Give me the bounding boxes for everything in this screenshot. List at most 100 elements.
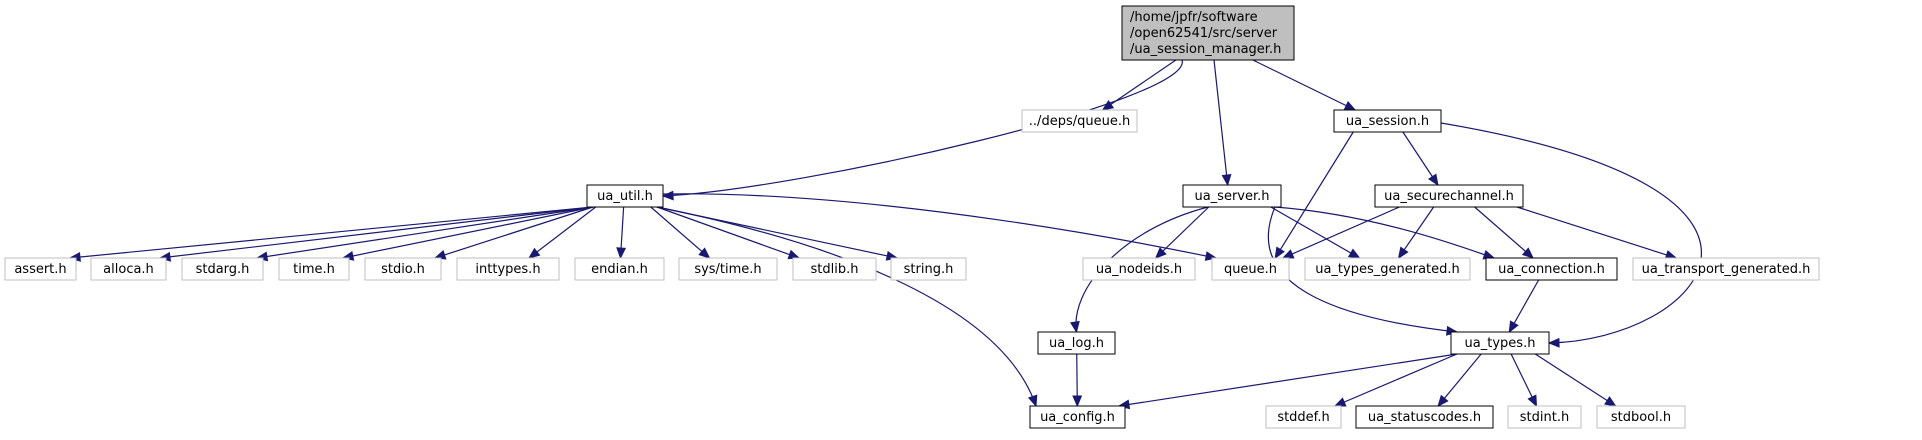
edge-ua_connection-to-ua_types <box>1508 279 1540 334</box>
node-stdint: stdint.h <box>1507 405 1582 429</box>
node-ua-securechannel[interactable]: ua_securechannel.h <box>1374 184 1524 208</box>
arrow-head-icon <box>1347 248 1361 259</box>
node-systime: sys/time.h <box>678 257 778 281</box>
node-box <box>1037 331 1116 355</box>
node-box <box>1211 257 1290 281</box>
arrow-head-icon <box>1221 174 1232 187</box>
edge-ua_util-to-endian <box>616 206 627 260</box>
node-label: endian.h <box>591 262 648 277</box>
node-label: ua_securechannel.h <box>1384 189 1514 204</box>
edge-line <box>1516 206 1677 259</box>
node-label: /open62541/src/server <box>1130 26 1278 41</box>
edge-line <box>656 206 1037 407</box>
edge-ua_util-to-alloca <box>158 206 594 262</box>
node-alloca: alloca.h <box>90 257 167 281</box>
node-label: ua_transport_generated.h <box>1642 262 1811 277</box>
edge-ua_server-to-ua_connection <box>1274 206 1496 260</box>
edge-ua_session-to-ua_types <box>1440 122 1702 348</box>
edges-layer <box>68 59 1702 410</box>
arrow-head-icon <box>1437 394 1449 407</box>
edge-ua_util-to-ua_config <box>656 206 1038 408</box>
arrow-head-icon <box>1333 397 1347 407</box>
edge-ua_session-to-queue <box>1274 131 1354 260</box>
node-box <box>792 257 877 281</box>
edge-line <box>69 206 594 259</box>
node-ua-util[interactable]: ua_util.h <box>586 184 664 208</box>
edge-ua_server-to-ua_nodeids <box>1154 206 1210 259</box>
arrow-head-icon <box>528 247 541 259</box>
node-ua-connection[interactable]: ua_connection.h <box>1485 257 1618 281</box>
node-label: stdio.h <box>381 262 425 277</box>
edge-line <box>662 59 1183 197</box>
edge-ua_log-to-ua_config <box>1072 353 1083 408</box>
edge-root-to-deps_queue <box>1101 59 1177 111</box>
node-label: alloca.h <box>103 262 154 277</box>
node-ua-types-generated: ua_types_generated.h <box>1304 257 1471 281</box>
node-box <box>1304 257 1471 281</box>
arrow-head-icon <box>1508 320 1519 334</box>
node-box <box>1182 184 1282 208</box>
edge-line <box>650 206 710 259</box>
node-label: ua_server.h <box>1194 189 1269 204</box>
node-box <box>678 257 778 281</box>
edge-ua_securechannel-to-ua_connection <box>1474 206 1535 259</box>
arrow-head-icon <box>1154 247 1167 259</box>
edge-ua_session-to-ua_securechannel <box>1402 131 1439 187</box>
node-label: stddef.h <box>1277 410 1329 425</box>
edge-ua_securechannel-to-queue <box>1281 206 1400 259</box>
node-endian: endian.h <box>574 257 665 281</box>
edge-line <box>256 206 594 259</box>
edge-line <box>656 206 800 259</box>
arrow-head-icon <box>1070 320 1080 334</box>
arrow-head-icon <box>1547 337 1560 348</box>
edge-root-to-ua_server <box>1213 59 1232 187</box>
node-box <box>1485 257 1618 281</box>
node-box <box>1021 109 1138 133</box>
node-stddef: stddef.h <box>1265 405 1342 429</box>
node-ua-log[interactable]: ua_log.h <box>1037 331 1116 355</box>
node-box <box>586 184 664 208</box>
arrow-head-icon <box>698 247 711 259</box>
edge-line <box>1118 353 1458 407</box>
node-box <box>4 257 77 281</box>
node-label: ua_util.h <box>597 189 653 204</box>
edge-line <box>1267 206 1458 333</box>
edge-line <box>1274 131 1354 259</box>
node-ua-types[interactable]: ua_types.h <box>1450 331 1550 355</box>
node-label: ua_nodeids.h <box>1096 262 1182 277</box>
node-time: time.h <box>278 257 350 281</box>
node-box <box>1265 405 1342 429</box>
node-queue: queue.h <box>1211 257 1290 281</box>
node-box <box>90 257 167 281</box>
edge-line <box>1274 206 1495 259</box>
node-box <box>1333 109 1442 133</box>
node-box <box>1029 405 1126 429</box>
node-ua-statuscodes[interactable]: ua_statuscodes.h <box>1355 405 1494 429</box>
edge-line <box>1474 206 1534 259</box>
edge-line <box>159 206 594 259</box>
node-root: /home/jpfr/software/open62541/src/server… <box>1121 5 1295 61</box>
node-box <box>456 257 560 281</box>
node-ua-config[interactable]: ua_config.h <box>1029 405 1126 429</box>
node-ua-nodeids: ua_nodeids.h <box>1082 257 1196 281</box>
edge-line <box>662 193 1217 259</box>
node-box <box>181 257 264 281</box>
edge-line <box>1155 206 1210 259</box>
edge-line <box>434 206 594 259</box>
node-label: stdbool.h <box>1611 410 1671 425</box>
edge-ua_util-to-inttypes <box>528 206 597 259</box>
node-box <box>1374 184 1524 208</box>
node-stdio: stdio.h <box>364 257 442 281</box>
node-ua-server[interactable]: ua_server.h <box>1182 184 1282 208</box>
arrow-head-icon <box>787 249 801 260</box>
edge-line <box>1334 353 1458 407</box>
edge-ua_types-to-stdbool <box>1534 353 1617 407</box>
node-box <box>1632 257 1820 281</box>
arrow-head-icon <box>1521 247 1535 259</box>
arrow-head-icon <box>1527 394 1538 408</box>
node-deps-queue: ../deps/queue.h <box>1021 109 1138 133</box>
node-ua-transport-generated: ua_transport_generated.h <box>1632 257 1820 281</box>
edge-line <box>1402 131 1439 186</box>
node-ua-session[interactable]: ua_session.h <box>1333 109 1442 133</box>
